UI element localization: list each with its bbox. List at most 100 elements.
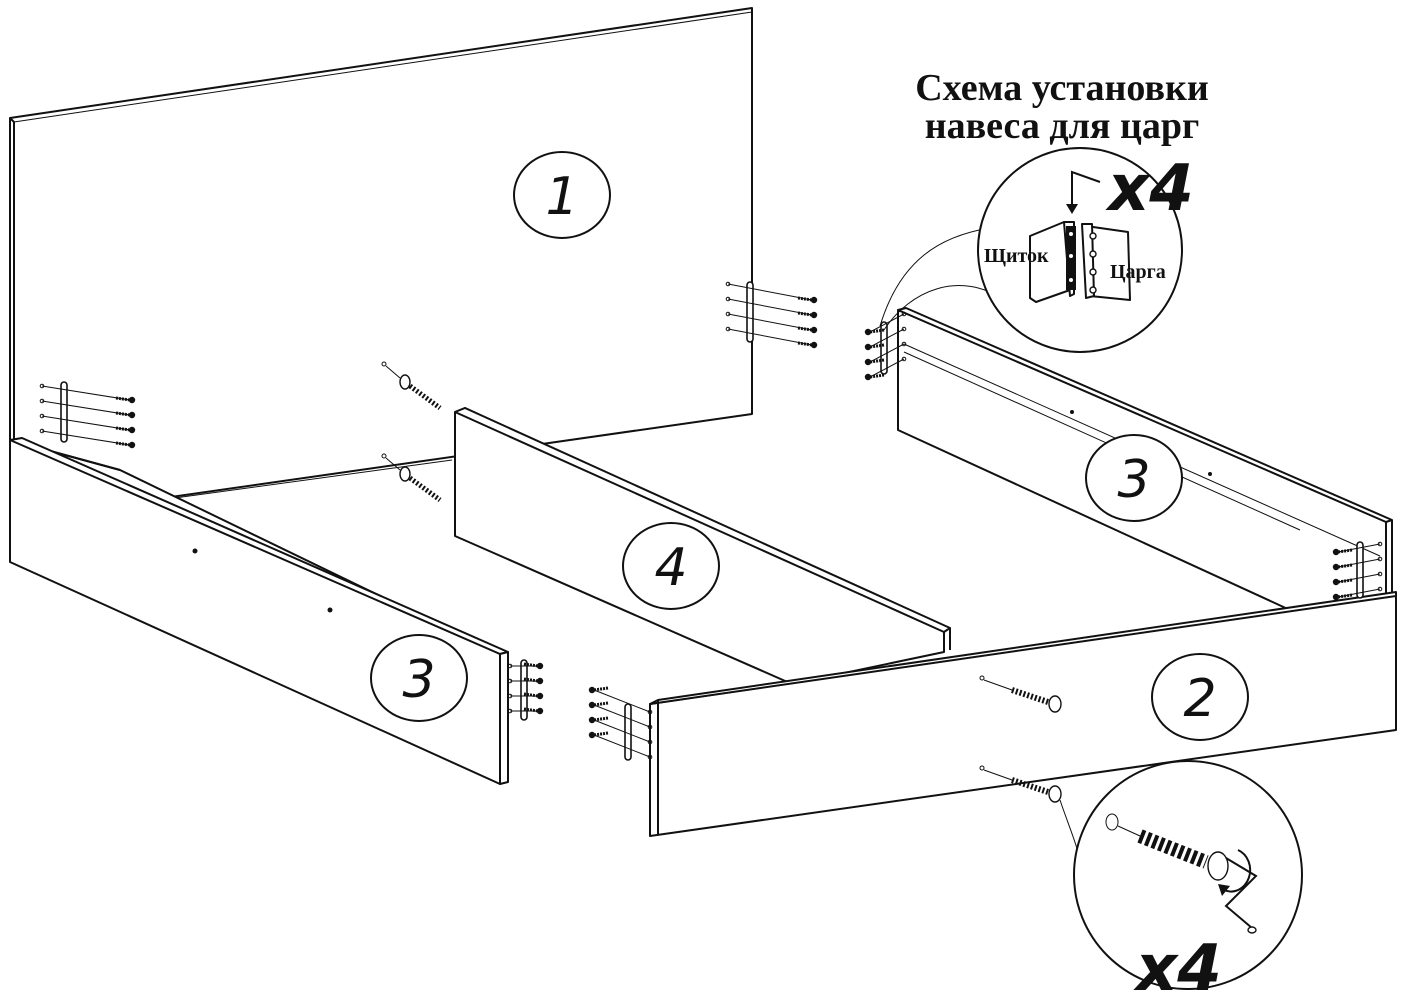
screw-head <box>128 426 136 434</box>
screw <box>1337 563 1353 569</box>
screw <box>523 677 539 683</box>
screw <box>593 701 609 707</box>
screw-quantity: x4 <box>1133 932 1222 994</box>
hinge-plate <box>60 381 68 443</box>
screw-hole <box>647 739 653 745</box>
screw-head <box>588 731 596 739</box>
screw-head <box>588 701 596 709</box>
assembly-line <box>41 400 131 416</box>
assembly-line <box>593 689 651 713</box>
screw-head <box>128 411 136 419</box>
assembly-line <box>593 704 651 728</box>
side-rail-left-panel <box>9 437 509 785</box>
screw-head <box>588 716 596 724</box>
screw <box>797 326 813 332</box>
part-number-1: 1 <box>545 167 578 227</box>
screw <box>797 341 813 347</box>
hinge-set-rail-right-front <box>1332 541 1383 601</box>
screw-head <box>864 328 872 336</box>
screw-head <box>864 343 872 351</box>
screw-head <box>536 692 544 700</box>
hinge-plate <box>746 281 754 343</box>
rail-label: Царга <box>1110 261 1166 283</box>
assembly-line <box>869 313 905 333</box>
screw-head <box>1332 563 1340 571</box>
footboard-screw-top <box>979 675 1062 713</box>
part-1-callout: 1 <box>513 151 611 239</box>
connector-bolt-top <box>381 361 442 411</box>
diagram-title-line2: навеса для царг <box>925 105 1199 147</box>
screw <box>523 662 539 668</box>
assembly-line <box>869 328 905 348</box>
screw-head <box>810 341 818 349</box>
screw-head <box>864 358 872 366</box>
screw-head <box>810 326 818 334</box>
assembly-line <box>727 283 813 301</box>
assembly-line <box>593 719 651 743</box>
assembly-line <box>593 734 651 758</box>
part-3-left-callout: 3 <box>370 634 468 722</box>
screw-head <box>128 441 136 449</box>
screw <box>869 328 885 334</box>
screw <box>523 692 539 698</box>
assembly-line <box>869 358 905 378</box>
part-3-right-callout: 3 <box>1085 434 1183 522</box>
part-4-callout: 4 <box>622 522 720 610</box>
shield-label: Щиток <box>984 245 1049 267</box>
screw-hole <box>901 326 907 332</box>
assembly-line <box>41 415 131 431</box>
screw <box>523 707 539 713</box>
screw-hole <box>901 356 907 362</box>
screw-hole <box>647 709 653 715</box>
screw-head <box>588 686 596 694</box>
screw-head <box>536 662 544 670</box>
screw-hole <box>901 311 907 317</box>
assembly-line <box>727 328 813 346</box>
assembly-line <box>727 313 813 331</box>
screw <box>1337 578 1353 584</box>
screw-head <box>536 707 544 715</box>
screw-hole <box>647 724 653 730</box>
screw-head <box>810 296 818 304</box>
screw <box>797 296 813 302</box>
hinge-detail-inset: Щиток Царга x4 <box>879 147 1194 353</box>
screw <box>115 411 131 417</box>
assembly-line <box>727 298 813 316</box>
footboard-screw-bottom <box>979 765 1062 803</box>
screw <box>869 343 885 349</box>
screw-head <box>128 396 136 404</box>
screw <box>115 426 131 432</box>
screw <box>1337 548 1353 554</box>
screw-head <box>536 677 544 685</box>
screw-hole <box>901 341 907 347</box>
hinge-set-footboard-left <box>588 686 653 761</box>
hinge-set-headboard-left <box>39 381 136 449</box>
screw-head <box>1332 593 1340 601</box>
screw-hole <box>647 754 653 760</box>
headboard-panel <box>9 7 753 521</box>
hinge-hardware <box>39 281 1383 761</box>
hinge-set-rail-left-front <box>507 659 544 721</box>
part-number-2: 2 <box>1183 669 1216 729</box>
part-number-3-left: 3 <box>402 650 435 710</box>
screw <box>869 358 885 364</box>
screw-head <box>1332 578 1340 586</box>
screw <box>593 686 609 692</box>
part-2-callout: 2 <box>1151 653 1249 741</box>
screw <box>869 373 885 379</box>
screw-head <box>810 311 818 319</box>
assembly-line <box>41 385 131 401</box>
shield-plate <box>1029 221 1076 303</box>
hinge-set-rail-right-back <box>864 311 907 381</box>
arrow-down-icon <box>1066 170 1101 214</box>
screw-head <box>864 373 872 381</box>
screw <box>593 716 609 722</box>
screw <box>115 441 131 447</box>
part-number-3-right: 3 <box>1117 450 1150 510</box>
hinge-quantity: x4 <box>1105 152 1194 226</box>
diagram-title-line1: Схема установки <box>915 67 1209 109</box>
screw <box>115 396 131 402</box>
rail-plate <box>1081 223 1131 301</box>
